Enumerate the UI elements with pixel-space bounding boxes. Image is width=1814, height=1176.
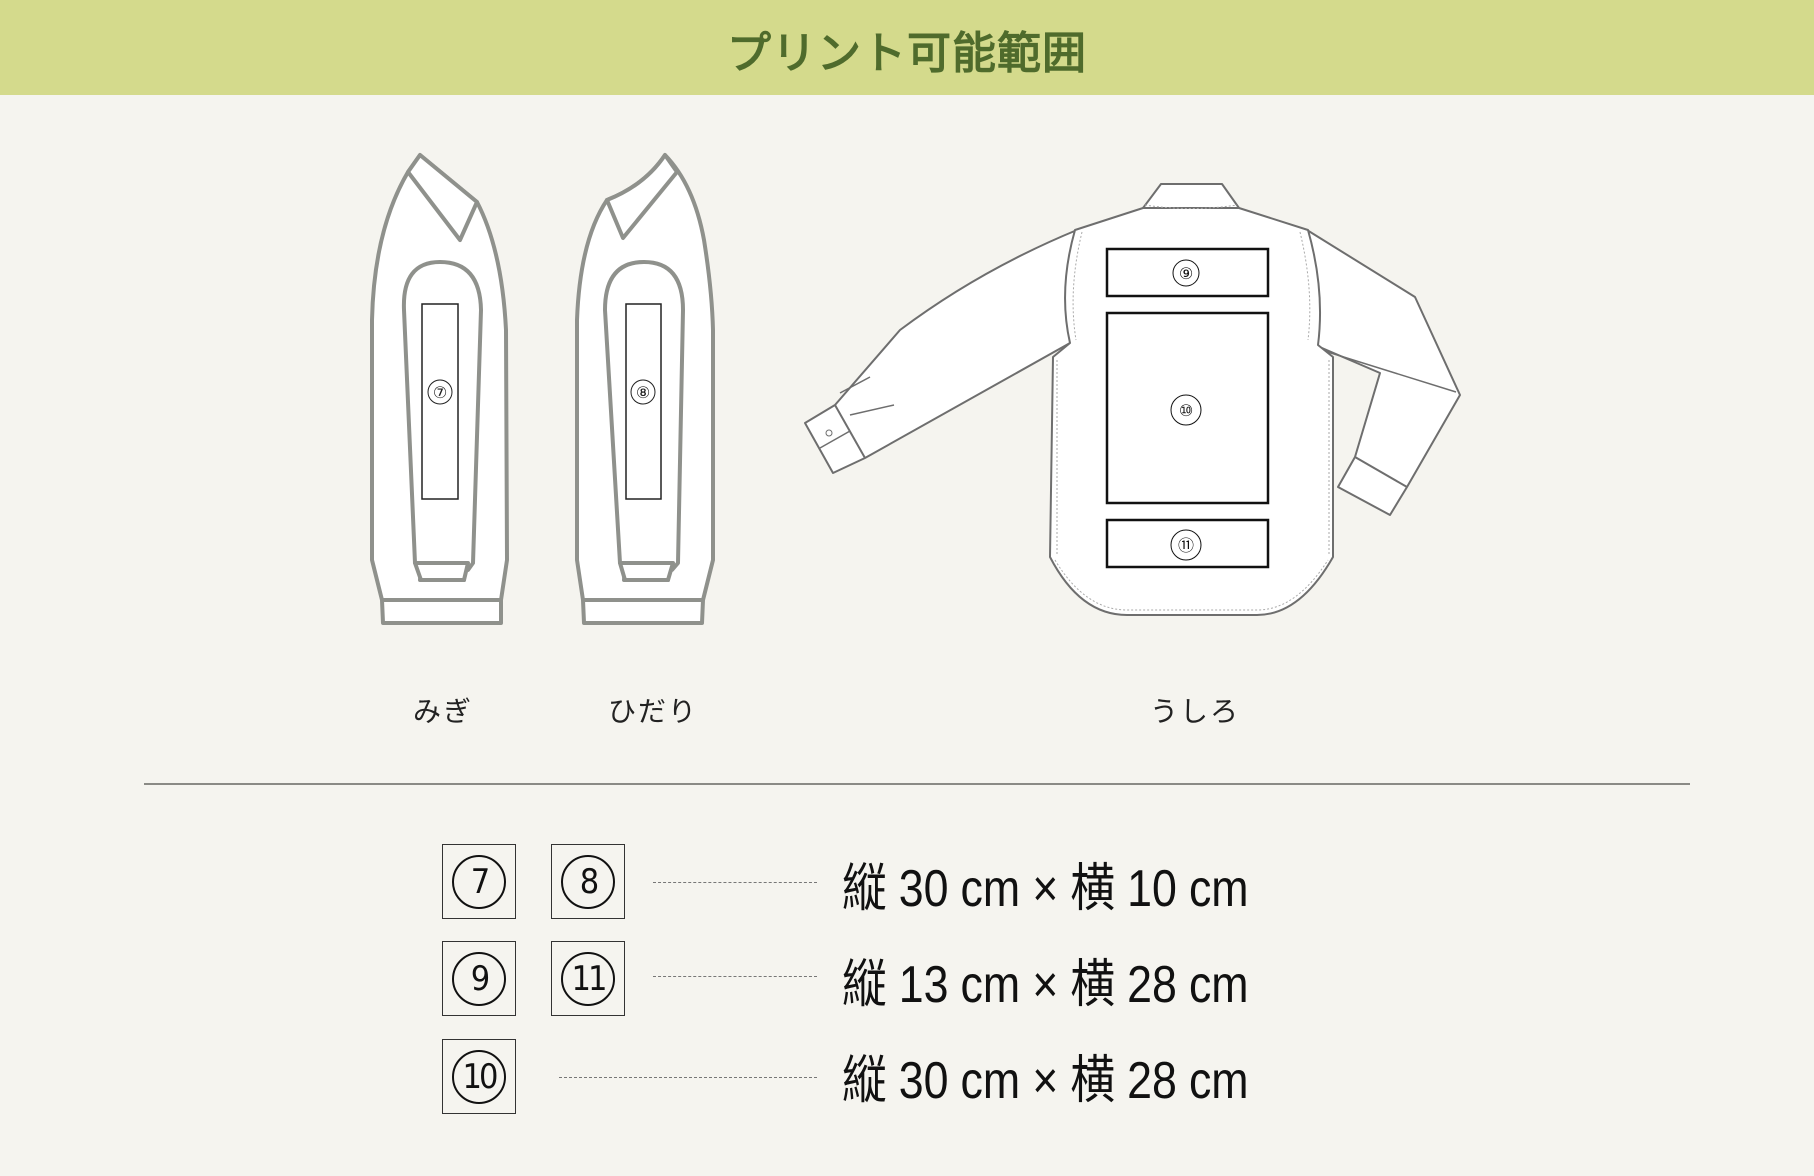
legend-area-7: 7 — [442, 844, 516, 919]
leader-line-1 — [653, 882, 817, 883]
vertical-label: 縦 — [842, 860, 887, 918]
area-number-8: 8 — [561, 854, 615, 909]
unit: cm — [960, 860, 1021, 918]
vertical-value: 30 — [898, 860, 949, 918]
horizontal-label: 横 — [1070, 1052, 1116, 1110]
section-divider — [144, 783, 1690, 785]
area-number-7: 7 — [452, 854, 506, 909]
times-sign: × — [1032, 1052, 1059, 1110]
vertical-value: 30 — [898, 1052, 949, 1110]
view-label-left: ひだり — [608, 695, 699, 728]
area-marker-10: ⑩ — [1179, 401, 1193, 420]
vertical-label: 縦 — [842, 956, 887, 1014]
print-area-8 — [625, 303, 662, 500]
times-sign: × — [1032, 956, 1059, 1014]
horizontal-value: 10 — [1127, 860, 1177, 918]
area-marker-7: ⑦ — [433, 383, 447, 402]
horizontal-label: 横 — [1070, 860, 1116, 918]
area-marker-8: ⑧ — [636, 383, 650, 402]
legend-area-9: 9 — [442, 941, 516, 1016]
view-label-back: うしろ — [1150, 695, 1241, 728]
area-marker-11: ⑪ — [1178, 536, 1194, 555]
view-label-right: みぎ — [413, 695, 474, 728]
legend-area-11: 11 — [551, 941, 625, 1016]
page-header: プリント可能範囲 — [0, 0, 1814, 95]
legend-area-8: 8 — [551, 844, 625, 919]
legend-area-10: 10 — [442, 1039, 516, 1114]
unit: cm — [1188, 1052, 1249, 1110]
leader-line-2 — [653, 976, 817, 977]
area-marker-9: ⑨ — [1179, 264, 1193, 283]
unit: cm — [960, 1052, 1021, 1110]
unit: cm — [1188, 860, 1249, 918]
vertical-label: 縦 — [842, 1052, 887, 1110]
times-sign: × — [1032, 860, 1059, 918]
horizontal-value: 28 — [1127, 956, 1177, 1014]
unit: cm — [960, 956, 1021, 1014]
horizontal-value: 28 — [1127, 1052, 1177, 1110]
leader-line-3 — [559, 1077, 817, 1078]
vertical-value: 13 — [898, 956, 949, 1014]
area-number-10: 10 — [452, 1049, 506, 1104]
unit: cm — [1188, 956, 1249, 1014]
page-title: プリント可能範囲 — [727, 27, 1087, 79]
area-number-11: 11 — [561, 951, 615, 1006]
horizontal-label: 横 — [1070, 956, 1116, 1014]
area-number-9: 9 — [452, 951, 506, 1006]
